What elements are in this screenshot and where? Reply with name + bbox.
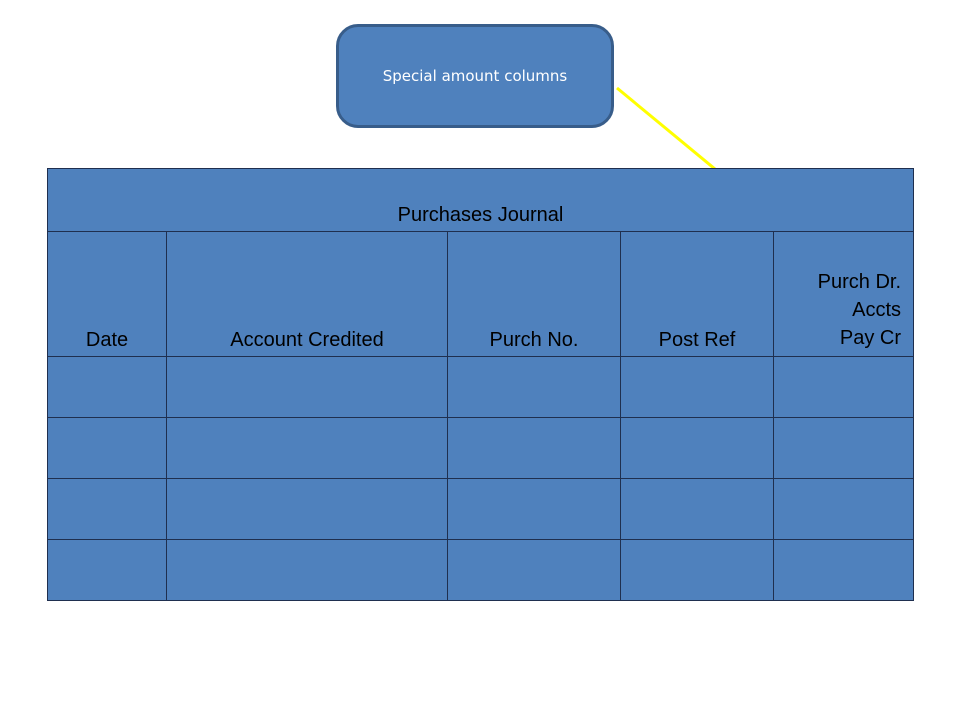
table-row [47,356,915,418]
purchases-journal-table: Purchases Journal Date Account Credited … [46,168,915,601]
column-header-date: Date [47,231,167,357]
header-line-3: Pay Cr [839,327,902,349]
table-row [47,539,915,601]
column-header-purch-dr-accts-pay-cr: Purch Dr. Accts Pay Cr [772,231,915,357]
table-cell [166,478,448,540]
table-cell [620,356,774,418]
special-amount-columns-callout: Special amount columns [336,24,614,128]
table-cell [47,478,167,540]
table-cell [166,539,448,601]
callout-label: Special amount columns [382,67,568,85]
table-cell [166,417,448,479]
table-cell [772,356,915,418]
table-cell [447,417,621,479]
table-cell [620,539,774,601]
table-cell [447,478,621,540]
header-line-1: Purch Dr. [817,271,902,293]
table-cell [772,539,915,601]
table-cell [620,478,774,540]
table-cell [47,539,167,601]
header-line-2: Accts [852,299,902,321]
table-cell [47,417,167,479]
column-header-post-ref: Post Ref [620,231,774,357]
table-cell [166,356,448,418]
column-header-account-credited: Account Credited [166,231,448,357]
table-cell [447,539,621,601]
table-cell [447,356,621,418]
table-cell [620,417,774,479]
column-header-purch-no: Purch No. [447,231,621,357]
table-row [47,478,915,540]
table-row [47,417,915,479]
journal-title: Purchases Journal [46,168,915,232]
table-cell [772,417,915,479]
table-cell [47,356,167,418]
table-cell [772,478,915,540]
